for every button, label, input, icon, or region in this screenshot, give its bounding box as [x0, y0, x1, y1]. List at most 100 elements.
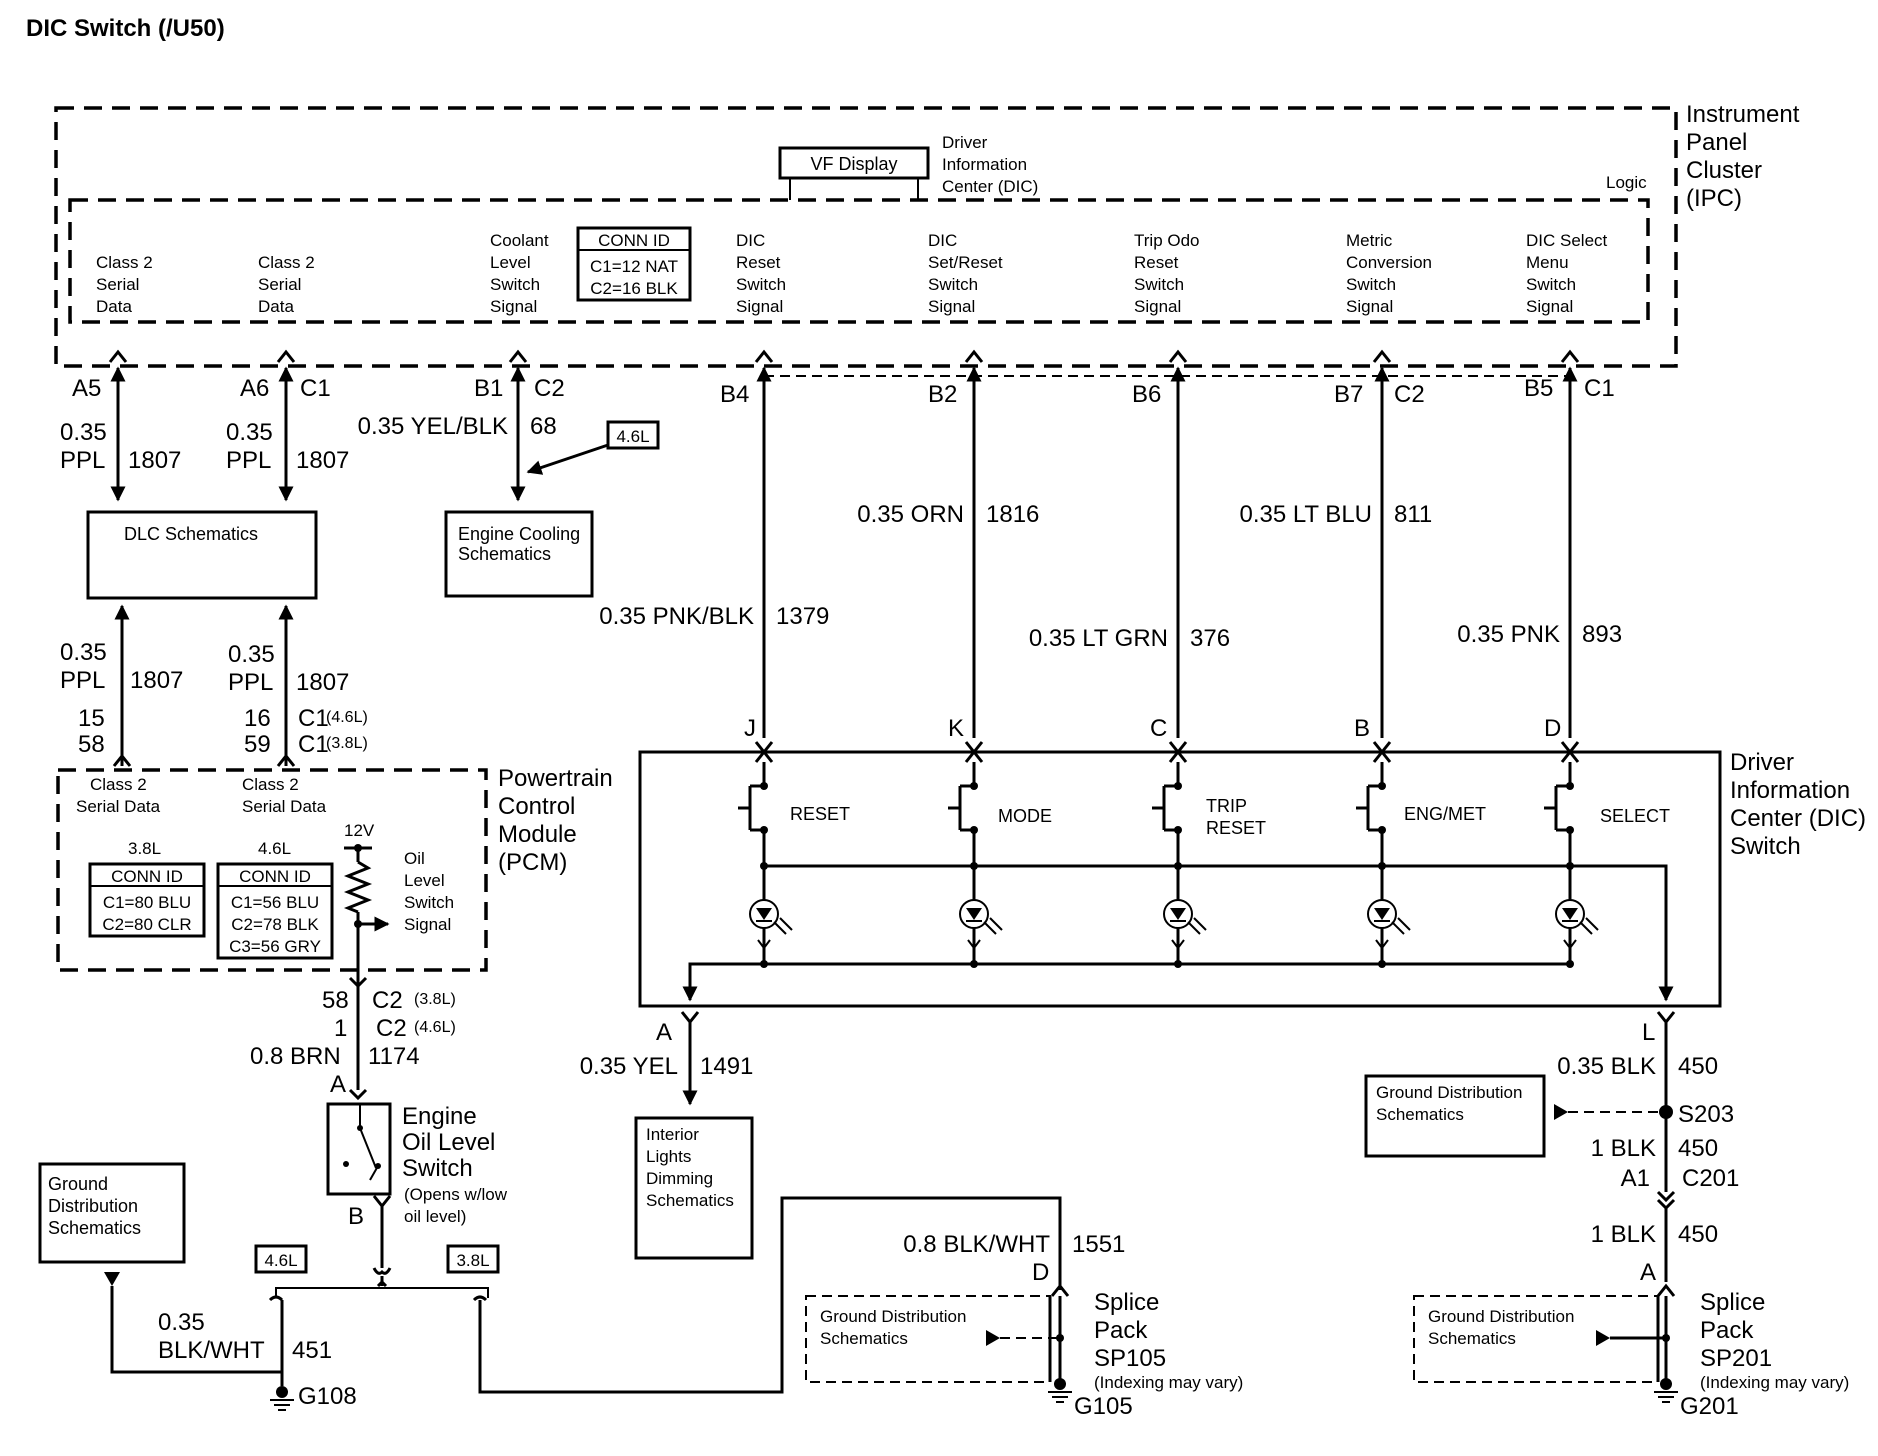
oil-circuit-labels: 58 C2 (3.8L) 1 C2 (4.6L) 0.8 BRN 1174 A … — [250, 987, 456, 1230]
svg-text:Menu: Menu — [1526, 253, 1569, 272]
ground-g105-label: G105 — [1074, 1393, 1133, 1420]
svg-text:Signal: Signal — [1346, 297, 1393, 316]
svg-text:B7: B7 — [1334, 381, 1363, 408]
c1-38l-note: (3.8L) — [326, 735, 368, 752]
right-ground-labels: L 0.35 BLK 450 S203 1 BLK 450 A1 C201 1 … — [1557, 1019, 1739, 1286]
svg-text:SELECT: SELECT — [1600, 806, 1670, 826]
svg-text:0.35: 0.35 — [228, 641, 275, 668]
svg-text:Instrument: Instrument — [1686, 101, 1800, 128]
pcm-oil-signal-label: Oil Level Switch Signal — [404, 849, 454, 934]
svg-text:893: 893 — [1582, 621, 1622, 648]
svg-text:B2: B2 — [928, 381, 957, 408]
pcm-class2-serial-2: Class 2 Serial Data — [242, 775, 327, 816]
svg-text:C1: C1 — [298, 731, 329, 758]
interior-lights-box — [634, 1116, 754, 1260]
interior-lights-label: Interior Lights Dimming Schematics — [646, 1125, 734, 1210]
terminal-inner-mode — [964, 749, 984, 763]
led-diode-reset-icon — [756, 908, 772, 920]
led-ray2-eng-met — [1397, 917, 1411, 931]
tag-oil-3.8l — [446, 1244, 500, 1274]
svg-text:SP105: SP105 — [1094, 1345, 1166, 1372]
signal-dic-reset: DIC Reset Switch Signal — [736, 231, 786, 316]
svg-text:Switch: Switch — [1730, 833, 1801, 860]
svg-text:A6: A6 — [240, 375, 269, 402]
sp105-label: Splice Pack SP105 (Indexing may vary) — [1094, 1289, 1243, 1392]
tag-4.6l-label: 4.6L — [616, 427, 649, 446]
svg-text:Signal: Signal — [1134, 297, 1181, 316]
svg-text:450: 450 — [1678, 1053, 1718, 1080]
svg-text:451: 451 — [292, 1337, 332, 1364]
svg-text:Class 2: Class 2 — [90, 775, 147, 794]
svg-text:Conversion: Conversion — [1346, 253, 1432, 272]
svg-text:1807: 1807 — [296, 447, 349, 474]
svg-text:L: L — [1642, 1019, 1655, 1046]
led-terminal-trip-reset — [1171, 939, 1185, 950]
led-diode-mode-icon — [966, 908, 982, 920]
svg-text:PPL: PPL — [60, 447, 105, 474]
svg-text:DIC: DIC — [928, 231, 957, 250]
led-terminal-select — [1563, 939, 1577, 950]
svg-text:1551: 1551 — [1072, 1231, 1125, 1258]
oil-switch-symbol — [343, 1104, 381, 1181]
svg-text:Splice: Splice — [1094, 1289, 1159, 1316]
splice-s203 — [1659, 1105, 1673, 1119]
svg-text:68: 68 — [530, 413, 557, 440]
svg-text:PPL: PPL — [226, 447, 271, 474]
ground-distribution-left-label: Ground Distribution Schematics — [48, 1174, 141, 1238]
svg-text:Cluster: Cluster — [1686, 157, 1762, 184]
pcm-conn-id-3.8l: CONN ID C1=80 BLU C2=80 CLR — [88, 862, 206, 938]
svg-text:58: 58 — [78, 731, 105, 758]
svg-text:Trip Odo: Trip Odo — [1134, 231, 1200, 250]
svg-text:0.35 PNK: 0.35 PNK — [1457, 621, 1560, 648]
svg-text:RESET: RESET — [790, 804, 850, 824]
svg-text:16: 16 — [244, 705, 271, 732]
svg-text:Dimming: Dimming — [646, 1169, 713, 1188]
svg-text:Serial: Serial — [96, 275, 139, 294]
svg-text:Reset: Reset — [736, 253, 781, 272]
svg-text:D: D — [1032, 1259, 1049, 1286]
svg-text:Pack: Pack — [1700, 1317, 1754, 1344]
led-terminal-eng-met — [1375, 939, 1389, 950]
svg-text:(Indexing may vary): (Indexing may vary) — [1700, 1373, 1849, 1392]
svg-text:1816: 1816 — [986, 501, 1039, 528]
svg-text:0.35: 0.35 — [158, 1309, 205, 1336]
svg-text:B: B — [1354, 715, 1370, 742]
ground-g201-label: G201 — [1680, 1393, 1739, 1420]
oil-switch-label: Engine Oil Level Switch (Opens w/low oil… — [402, 1103, 508, 1226]
svg-text:0.35 YEL/BLK: 0.35 YEL/BLK — [358, 413, 508, 440]
svg-text:1: 1 — [334, 1015, 347, 1042]
svg-text:Pack: Pack — [1094, 1317, 1148, 1344]
svg-text:C1: C1 — [298, 705, 329, 732]
svg-text:PPL: PPL — [60, 667, 105, 694]
tag-4.6l-arrow — [526, 443, 609, 475]
svg-text:BLK/WHT: BLK/WHT — [158, 1337, 265, 1364]
svg-text:B4: B4 — [720, 381, 749, 408]
svg-text:C2: C2 — [376, 1015, 407, 1042]
svg-text:0.35 LT BLU: 0.35 LT BLU — [1239, 501, 1372, 528]
svg-text:58: 58 — [322, 987, 349, 1014]
tag-oil-4.6l — [254, 1244, 308, 1274]
svg-text:Switch: Switch — [1134, 275, 1184, 294]
right-ground-distribution-box — [1364, 1074, 1546, 1158]
svg-text:C1=80 BLU: C1=80 BLU — [103, 893, 191, 912]
svg-text:Schematics: Schematics — [1428, 1329, 1516, 1348]
svg-text:Oil Level: Oil Level — [402, 1129, 495, 1156]
sp105-ground-box — [805, 1295, 1051, 1383]
logic-boundary — [68, 198, 1650, 324]
svg-text:A: A — [656, 1019, 672, 1046]
pcm-class2-serial-1: Class 2 Serial Data — [76, 775, 161, 816]
svg-text:C2: C2 — [372, 987, 403, 1014]
dic-button-labels: RESET MODE TRIP RESET ENG/MET SELECT — [790, 796, 1670, 838]
oil-level-resistor — [343, 844, 390, 996]
led-ray2-mode — [989, 917, 1003, 931]
svg-text:S203: S203 — [1678, 1101, 1734, 1128]
led-terminal-mode — [967, 939, 981, 950]
svg-text:811: 811 — [1394, 501, 1432, 528]
svg-text:1807: 1807 — [296, 669, 349, 696]
led-ray-mode — [983, 921, 997, 935]
svg-text:Engine Cooling: Engine Cooling — [458, 524, 580, 544]
svg-text:Center (DIC): Center (DIC) — [942, 177, 1038, 196]
svg-text:15: 15 — [78, 705, 105, 732]
svg-text:Metric: Metric — [1346, 231, 1393, 250]
wire-1491-labels: A 0.35 YEL 1491 — [580, 1019, 754, 1080]
